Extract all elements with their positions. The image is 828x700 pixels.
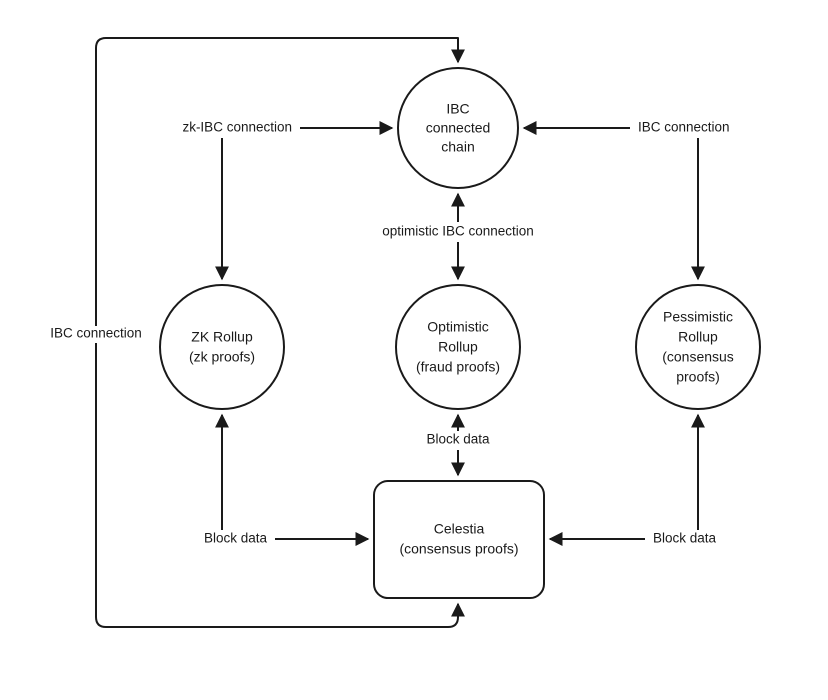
celestia-rounded-rect[interactable] [373,480,545,599]
edge-label-block-data-right: Block data [653,531,717,546]
node-ibc-connected-chain[interactable]: IBC connected chain [397,67,519,189]
edge-zk-ibc-connection: zk-IBC connection [182,120,394,281]
celestia-label-line2: (consensus proofs) [399,541,518,557]
edge-label-block-data-center: Block data [426,432,490,447]
outer-loop-top-path [95,37,465,326]
ibc-connected-chain-label-line3: chain [441,139,474,155]
outer-loop-bottom-path [95,343,465,628]
edge-label-ibc-connection-right: IBC connection [638,120,730,135]
zk-rollup-circle[interactable] [159,284,285,410]
ibc-connected-chain-label-line1: IBC [446,101,469,117]
edge-label-zk-ibc-connection: zk-IBC connection [182,120,292,135]
pessimistic-rollup-label-line4: proofs) [676,369,720,385]
optimistic-rollup-label-line2: Rollup [438,339,478,355]
optimistic-rollup-label-line3: (fraud proofs) [416,359,500,375]
edge-label-ibc-connection-left: IBC connection [50,326,142,341]
edge-ibc-connection-outer-loop: IBC connection [50,37,465,628]
pessimistic-rollup-circle[interactable] [635,284,761,410]
zk-rollup-label-line2: (zk proofs) [189,349,255,365]
pessimistic-rollup-label-line3: (consensus [662,349,734,365]
celestia-label-line1: Celestia [434,521,485,537]
optimistic-rollup-circle[interactable] [395,284,521,410]
edge-block-data-center: Block data [426,413,490,477]
node-celestia[interactable]: Celestia (consensus proofs) [373,480,545,599]
edge-optimistic-ibc-connection: optimistic IBC connection [382,192,534,281]
node-zk-rollup[interactable]: ZK Rollup (zk proofs) [159,284,285,410]
pessimistic-rollup-label-line2: Rollup [678,329,718,345]
edge-ibc-connection-right: IBC connection [522,120,730,281]
ibc-connected-chain-label-line2: connected [426,120,491,136]
edge-label-block-data-left: Block data [204,531,268,546]
node-optimistic-rollup[interactable]: Optimistic Rollup (fraud proofs) [395,284,521,410]
optimistic-rollup-label-line1: Optimistic [427,319,488,335]
pessimistic-rollup-label-line1: Pessimistic [663,309,733,325]
edge-block-data-right: Block data [548,413,717,546]
zk-rollup-label-line1: ZK Rollup [191,329,253,345]
ibc-connected-chain-circle[interactable] [397,67,519,189]
edge-label-optimistic-ibc-connection: optimistic IBC connection [382,224,534,239]
node-pessimistic-rollup[interactable]: Pessimistic Rollup (consensus proofs) [635,284,761,410]
edge-block-data-left: Block data [204,413,370,546]
